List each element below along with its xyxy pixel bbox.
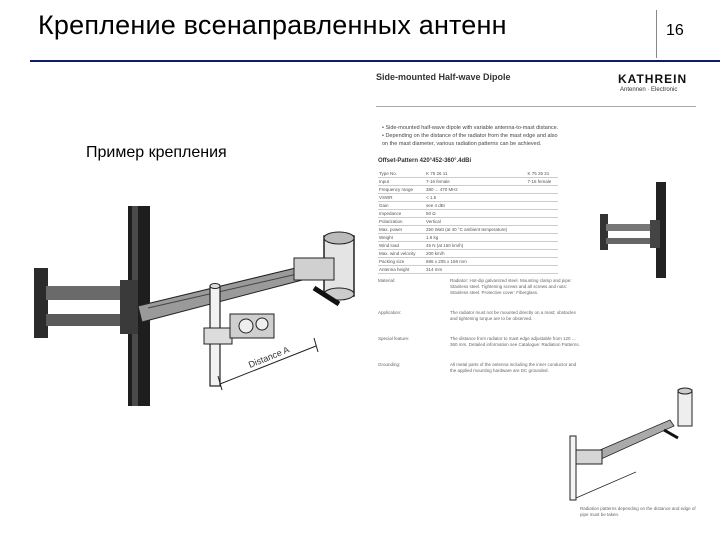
dimension-label: Distance A bbox=[247, 344, 291, 369]
spec-cell: 250 Watt (at 40 °C ambient temperature) bbox=[425, 225, 527, 234]
spec-cell bbox=[526, 201, 558, 210]
spec-cell: Weight bbox=[378, 233, 426, 242]
spec-cell bbox=[526, 265, 558, 274]
note-text: The radiator must not be mounted directl… bbox=[450, 310, 576, 321]
spec-cell: Max. power bbox=[378, 225, 426, 234]
datasheet-title: Side-mounted Half-wave Dipole bbox=[376, 72, 511, 82]
spec-cell: Impedance bbox=[378, 209, 426, 218]
antenna-mount-illustration: Distance A bbox=[34, 206, 355, 406]
spec-cell bbox=[526, 193, 558, 202]
title-divider bbox=[656, 10, 657, 58]
spec-cell: 1.6 kg bbox=[425, 233, 527, 242]
small-dipole-illustration bbox=[569, 387, 693, 501]
datasheet: Side-mounted Half-wave Dipole KATHREIN A… bbox=[370, 68, 710, 538]
spec-cell: < 1.5 bbox=[425, 193, 527, 202]
spec-cell bbox=[526, 257, 558, 266]
spec-cell: 686 x 205 x 158 mm bbox=[425, 257, 527, 266]
small-mount-illustration bbox=[600, 182, 666, 278]
spec-cell bbox=[526, 233, 558, 242]
spec-cell: Packing size bbox=[378, 257, 426, 266]
spec-cell: Antenna height bbox=[378, 265, 426, 274]
spec-cell: 314 mm bbox=[425, 265, 527, 274]
spec-cell: 380 ... 470 MHz bbox=[425, 185, 527, 194]
datasheet-rule bbox=[376, 106, 696, 107]
spec-cell: 200 km/h bbox=[425, 249, 527, 258]
spec-cell: Vertical bbox=[425, 217, 527, 226]
bullet-line: • Depending on the distance of the radia… bbox=[382, 133, 558, 139]
spec-cell: K 75 26 11 bbox=[425, 170, 527, 178]
brand-subtitle: Antennen · Electronic bbox=[620, 87, 678, 93]
spec-cell bbox=[526, 209, 558, 218]
bullet-line: • Side-mounted half-wave dipole with var… bbox=[382, 125, 559, 131]
brand-logo: KATHREIN bbox=[618, 72, 688, 86]
note-label: Grounding: bbox=[378, 362, 401, 367]
notes-section: Material: Radiator: Hot-dip galvanized s… bbox=[378, 278, 588, 388]
note-label: Material: bbox=[378, 278, 396, 283]
spec-cell: Max. wind velocity bbox=[378, 249, 426, 258]
figure-caption: Пример крепления bbox=[86, 144, 227, 161]
spec-cell: Wind load bbox=[378, 241, 426, 250]
spec-cell: 7-16 female bbox=[425, 177, 527, 186]
bullet-line: on the mast diameter, various radiation … bbox=[382, 141, 542, 147]
note-row: Material: Radiator: Hot-dip galvanized s… bbox=[378, 278, 588, 296]
note-row: Special feature: The distance from radia… bbox=[378, 336, 588, 348]
spec-cell: Frequency range bbox=[378, 185, 426, 194]
spec-cell bbox=[526, 249, 558, 258]
spec-cell: K 75 26 21 bbox=[526, 170, 558, 178]
spec-row: VSWR< 1.5 bbox=[378, 193, 558, 202]
datasheet-figure-caption: Radiation patterns depending on the dist… bbox=[580, 506, 696, 517]
spec-cell: 45 N (at 150 km/h) bbox=[425, 241, 527, 250]
spec-cell: 7-16 female bbox=[526, 177, 558, 186]
spec-cell: Input bbox=[378, 177, 426, 186]
spec-cell bbox=[526, 217, 558, 226]
note-label: Special feature: bbox=[378, 336, 410, 341]
note-label: Application: bbox=[378, 310, 402, 315]
spec-cell: see 4 dBi bbox=[425, 201, 527, 210]
spec-cell bbox=[526, 241, 558, 250]
spec-cell bbox=[526, 225, 558, 234]
datasheet-bullets: • Side-mounted half-wave dipole with var… bbox=[382, 124, 558, 148]
spec-cell: 50 Ω bbox=[425, 209, 527, 218]
title-rule bbox=[30, 60, 720, 62]
spec-cell: Polarization bbox=[378, 217, 426, 226]
note-row: Grounding: All metal parts of the antenn… bbox=[378, 362, 588, 374]
note-text: The distance from radiator to mast edge … bbox=[450, 336, 580, 347]
note-row: Application: The radiator must not be mo… bbox=[378, 310, 588, 322]
spec-cell bbox=[526, 185, 558, 194]
slide-number: 16 bbox=[666, 22, 684, 39]
slide-title: Крепление всенаправленных антенн bbox=[38, 10, 507, 40]
spec-heading: Offset-Pattern 420°452-360°.4dBi bbox=[378, 158, 472, 164]
spec-cell: VSWR bbox=[378, 193, 426, 202]
note-text: All metal parts of the antenna including… bbox=[450, 362, 577, 373]
spec-cell: Gain bbox=[378, 201, 426, 210]
note-text: Radiator: Hot-dip galvanized steel. Moun… bbox=[450, 278, 572, 295]
spec-cell: Type No. bbox=[378, 170, 426, 178]
